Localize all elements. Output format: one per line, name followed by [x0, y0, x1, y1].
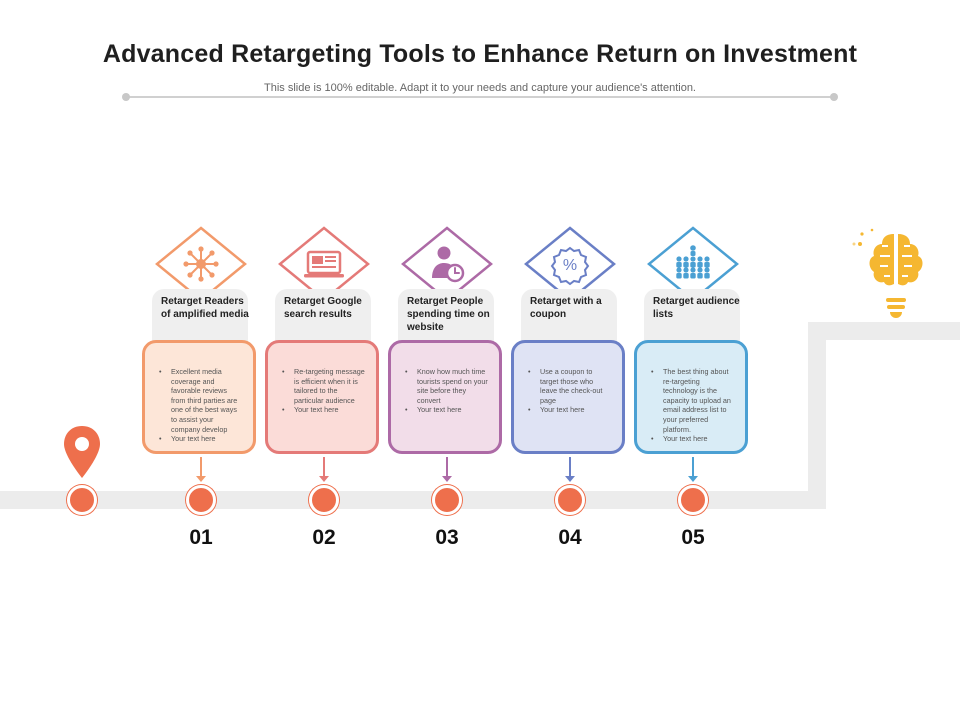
- step-04-icon-badge: %: [522, 226, 618, 302]
- page-subtitle: This slide is 100% editable. Adapt it to…: [264, 82, 696, 94]
- step-02-number: 02: [312, 526, 336, 549]
- step-05-arrowhead: [688, 476, 698, 482]
- step-04-bullet-list: Use a coupon to target those who leave t…: [528, 367, 612, 415]
- laptop-webpage-icon: [304, 250, 344, 278]
- step-04-arrowhead: [565, 476, 575, 482]
- step-05-bullet-list: The best thing about re-targeting techno…: [651, 367, 735, 444]
- step-05-label-tab: [644, 289, 740, 341]
- location-pin-icon: [64, 426, 100, 478]
- step-01-connector: [200, 457, 202, 479]
- bullet-item: Excellent media coverage and favorable r…: [159, 367, 243, 434]
- start-node: [67, 485, 97, 515]
- step-05-node: [678, 485, 708, 515]
- step-01-label-tab: [152, 289, 248, 341]
- bullet-item: Your text here: [405, 405, 489, 415]
- bullet-item: Use a coupon to target those who leave t…: [528, 367, 612, 405]
- step-05-connector: [692, 457, 694, 479]
- network-hub-icon: [183, 246, 219, 282]
- bullet-item: The best thing about re-targeting techno…: [651, 367, 735, 434]
- header-divider: [126, 96, 834, 98]
- step-03-label-tab: [398, 289, 494, 341]
- step-02-label-tab: [275, 289, 371, 341]
- divider-dot-right: [830, 93, 838, 101]
- step-03-bullet-list: Know how much time tourists spend on you…: [405, 367, 489, 415]
- brain-bulb-icon: [852, 228, 923, 318]
- step-02-node: [309, 485, 339, 515]
- audience-group-icon: [676, 245, 710, 279]
- bullet-item: Your text here: [282, 405, 366, 415]
- step-04-label: Retarget with a coupon: [530, 296, 602, 320]
- step-03-connector: [446, 457, 448, 479]
- step-01-icon-badge: [153, 226, 249, 302]
- step-03-node: [432, 485, 462, 515]
- step-02-arrowhead: [319, 476, 329, 482]
- step-03-icon-badge: [399, 226, 495, 302]
- step-02-bullet-list: Re-targeting message is efficient when i…: [282, 367, 366, 415]
- step-03-label: Retarget People spending time on website: [407, 296, 490, 333]
- bullet-item: Your text here: [651, 434, 735, 444]
- step-04-label-tab: [521, 289, 617, 341]
- step-04-card: Use a coupon to target those who leave t…: [511, 340, 625, 454]
- step-04-node: [555, 485, 585, 515]
- svg-text:%: %: [563, 257, 577, 274]
- step-03-number: 03: [435, 526, 459, 549]
- step-05-card: The best thing about re-targeting techno…: [634, 340, 748, 454]
- step-02-connector: [323, 457, 325, 479]
- step-02-card: Re-targeting message is efficient when i…: [265, 340, 379, 454]
- step-01-number: 01: [189, 526, 213, 549]
- step-05-number: 05: [681, 526, 705, 549]
- user-clock-icon: [432, 246, 465, 283]
- step-03-card: Know how much time tourists spend on you…: [388, 340, 502, 454]
- step-05-label: Retarget audience lists: [653, 296, 740, 320]
- step-02-label: Retarget Google search results: [284, 296, 362, 320]
- bullet-item: Your text here: [159, 434, 243, 444]
- step-04-connector: [569, 457, 571, 479]
- step-05-icon-badge: [645, 226, 741, 302]
- step-01-arrowhead: [196, 476, 206, 482]
- step-03-arrowhead: [442, 476, 452, 482]
- step-01-card: Excellent media coverage and favorable r…: [142, 340, 256, 454]
- step-01-label: Retarget Readers of amplified media: [161, 296, 249, 320]
- step-04-number: 04: [558, 526, 582, 549]
- bullet-item: Know how much time tourists spend on you…: [405, 367, 489, 405]
- road-vertical: [808, 322, 826, 509]
- bullet-item: Re-targeting message is efficient when i…: [282, 367, 366, 405]
- percent-badge-icon: %: [550, 246, 590, 286]
- step-01-node: [186, 485, 216, 515]
- divider-dot-left: [122, 93, 130, 101]
- bullet-item: Your text here: [528, 405, 612, 415]
- page-title: Advanced Retargeting Tools to Enhance Re…: [102, 40, 858, 68]
- road-upper: [808, 322, 960, 340]
- step-01-bullet-list: Excellent media coverage and favorable r…: [159, 367, 243, 444]
